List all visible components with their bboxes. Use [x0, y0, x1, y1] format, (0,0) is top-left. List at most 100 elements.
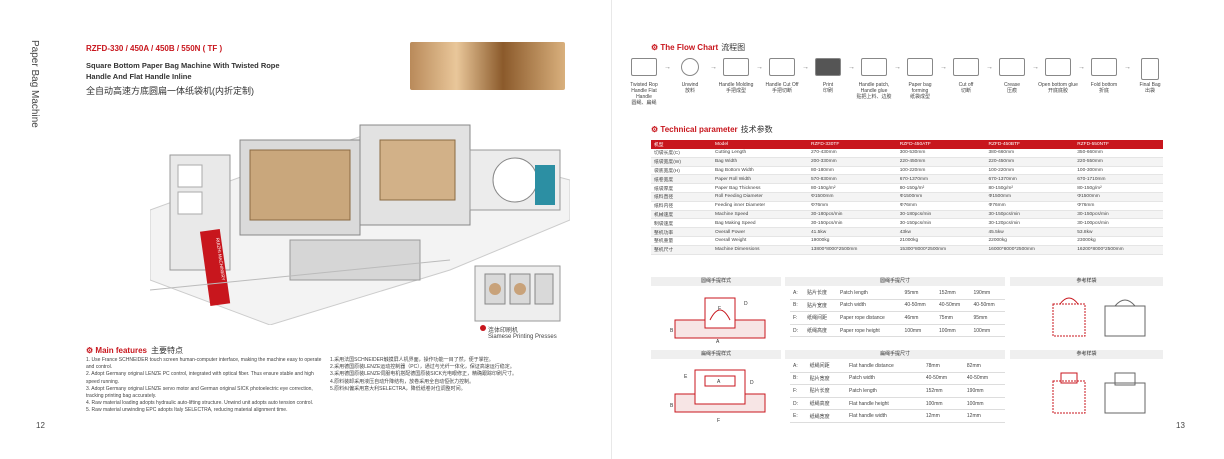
spec-cell: Patch width	[846, 372, 923, 386]
round-handle-diagram: F D A B	[670, 297, 766, 345]
feature-item-cn: 2.采用德国原装LENZE运动控制器（PC），通过与光纤一体化，保证高速运行稳定…	[330, 364, 515, 371]
spec-cell: 75mm	[936, 311, 971, 325]
tech-header-cell: RZFD-550NTF	[1074, 140, 1163, 149]
tech-table-cell: 16000*8000*2500mm	[985, 245, 1075, 255]
spec-cell: D:	[790, 397, 807, 411]
tech-table-cell: Φ1500mm	[985, 192, 1075, 202]
cut-off-icon	[953, 58, 979, 76]
tech-table-cell: 整机尺寸	[651, 245, 712, 255]
tech-table-cell: Bag Making Speed	[712, 218, 808, 229]
page-number-right: 13	[1176, 421, 1185, 430]
flow-step-cn: 折底	[1098, 88, 1109, 94]
tech-header-cell: RZFD-450ATF	[896, 140, 986, 149]
tech-table-cell: Φ1500mm	[1074, 192, 1163, 202]
spec-cell: 190mm	[963, 384, 1005, 398]
arrow-icon: →	[802, 64, 809, 71]
tech-table-cell: 纸袋厚度	[651, 183, 712, 193]
flow-step-cn: 手把成型	[725, 88, 746, 94]
spec-cell: 100mm	[936, 324, 971, 338]
tech-table-cell: 16200*8000*2500mm	[1074, 245, 1163, 255]
flow-step-en: Handle patch, Handle glue	[858, 82, 890, 94]
tech-table-cell: 200-330mm	[808, 157, 897, 167]
flat-sample-bag	[1052, 372, 1146, 414]
tech-table-cell: Φ76mm	[808, 201, 897, 211]
spec-cell: 纸绳高度	[803, 324, 838, 338]
flow-step-en: Paper bag forming	[908, 82, 932, 94]
spec-cell: Patch length	[837, 287, 902, 300]
features-list-en: 1. Use France SCHNEIDER touch screen hum…	[86, 357, 326, 415]
flow-chart-title-en: The Flow Chart	[660, 43, 719, 52]
spec-cell: 152mm	[936, 287, 971, 300]
tech-table-cell: Bag Width	[712, 157, 808, 167]
spec-cell: 纸绳间距	[803, 311, 838, 325]
model-title: RZFD-330 / 450A / 450B / 550N ( TF )	[86, 44, 223, 53]
feature-item: 4. Raw material loading adopts hydraulic…	[86, 400, 314, 407]
main-features-title-en: Main features	[95, 346, 147, 355]
spec-cell: A:	[790, 360, 807, 373]
spec-cell: 40-50mm	[970, 299, 1005, 313]
arrow-icon: →	[664, 64, 671, 71]
tech-table-cell: Roll Feeding Diameter	[712, 192, 808, 202]
roll-icon	[681, 58, 699, 76]
caption-en: Siamese Printing Presses	[488, 334, 557, 340]
spec-cell: E:	[790, 409, 807, 423]
subtitle-en: Square Bottom Paper Bag Machine With Twi…	[86, 61, 280, 81]
arrow-icon: →	[1032, 64, 1039, 71]
sliders-icon: ⚙	[651, 125, 659, 134]
features-list-cn: 1.采用法国SCHNEIDER触摸屏人机界面，操作功能一目了然，便于掌控。 2.…	[330, 357, 520, 393]
spec-cell: 12mm	[922, 409, 964, 423]
spec-cell: 贴片宽度	[806, 372, 847, 386]
spec-cell: Flat handle height	[846, 397, 923, 411]
tech-table-cell: Machine Speed	[712, 210, 808, 220]
spec-cell: A:	[790, 287, 804, 300]
tech-table-cell: 80-150g/m²	[896, 183, 986, 193]
spec-cell: 100mm	[963, 397, 1005, 411]
diagram-letter-d: D	[744, 301, 748, 307]
tech-table-cell: 43kw	[896, 227, 986, 237]
diagram-letter-a: A	[717, 379, 721, 385]
spec-cell: 纸绳间距	[806, 360, 847, 373]
spec-cell: 40-50mm	[901, 299, 937, 313]
tech-table-cell: Φ1500mm	[808, 192, 897, 202]
arrow-icon: →	[1124, 64, 1131, 71]
tech-table-cell: Φ76mm	[985, 201, 1075, 211]
round-mid-title: 圆绳手提尺寸	[785, 277, 1005, 286]
tech-title-en: Technical parameter	[660, 125, 738, 134]
spec-cell: Flat handle distance	[846, 360, 923, 373]
tech-table-cell: 80-180mm	[808, 166, 897, 176]
spec-cell: 贴片长度	[803, 287, 838, 300]
tech-table-cell: Paper Roll Width	[712, 174, 808, 185]
spec-cell: Paper rope height	[837, 324, 902, 338]
caption-cn: 连体印刷机	[488, 328, 519, 334]
tech-table-cell: 380-660mm	[985, 149, 1075, 158]
flow-step-en: Print	[822, 82, 834, 88]
tech-table-cell: 30-120pcs/min	[985, 218, 1075, 229]
flow-step-en: Twisted Rop Handle Flat Handle	[630, 82, 658, 100]
diagram-letter-a: A	[716, 339, 720, 345]
round-sample-bag	[1052, 297, 1146, 337]
flow-step-cn: 开底底胶	[1047, 88, 1068, 94]
tech-table-cell: 纸袋宽度(W)	[651, 157, 712, 167]
arrow-icon: →	[986, 64, 993, 71]
spec-cell: Patch width	[837, 299, 902, 313]
tech-table-cell: 80-150g/m²	[985, 183, 1075, 193]
feature-item: 5. Raw material unwinding EPC adopts Ita…	[86, 407, 288, 414]
spec-cell: Paper rope distance	[837, 311, 902, 325]
spec-cell: 40-50mm	[922, 372, 964, 386]
spec-cell: D:	[790, 324, 804, 338]
machine-brand-label: RUIZHI MACHINERY	[215, 237, 226, 280]
spec-cell: Patch length	[846, 384, 923, 398]
